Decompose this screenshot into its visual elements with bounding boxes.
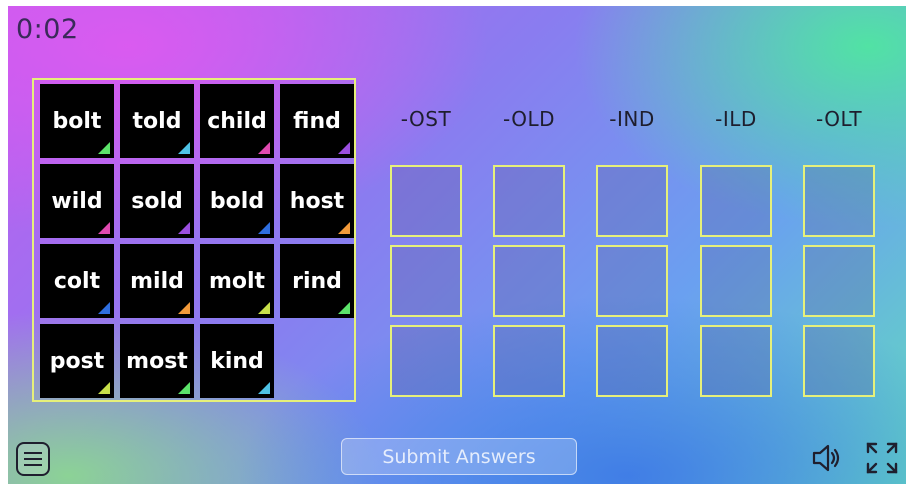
tile-corner-marker (258, 302, 270, 314)
word-tile[interactable]: rind (280, 244, 354, 318)
word-tile[interactable]: kind (200, 324, 274, 398)
word-tile-label: most (126, 348, 188, 374)
hamburger-icon (24, 452, 42, 454)
word-tile[interactable]: molt (200, 244, 274, 318)
drop-slot[interactable] (493, 165, 565, 237)
drop-slot[interactable] (803, 165, 875, 237)
word-tile-label: host (289, 188, 345, 214)
tile-corner-marker (98, 302, 110, 314)
word-tile-label: rind (292, 268, 342, 294)
word-bank: bolt told child find wild sold bold host colt mil… (32, 78, 356, 402)
tile-corner-marker (258, 142, 270, 154)
menu-button[interactable] (16, 442, 50, 476)
word-tile-label: bold (209, 188, 265, 214)
drop-slot[interactable] (493, 245, 565, 317)
category-header: -IND (609, 107, 655, 131)
drop-slot[interactable] (700, 165, 772, 237)
tile-corner-marker (338, 142, 350, 154)
tile-corner-marker (178, 222, 190, 234)
word-tile[interactable]: bolt (40, 84, 114, 158)
submit-answers-button[interactable]: Submit Answers (341, 438, 577, 475)
drop-slot[interactable] (700, 325, 772, 397)
category-header: -OLT (815, 107, 863, 131)
word-tile-label: molt (208, 268, 266, 294)
game-board: 0:02 bolt told child find wild sold bold host co… (8, 6, 906, 484)
category-header: -ILD (715, 107, 757, 131)
word-tile[interactable]: sold (120, 164, 194, 238)
drop-slot[interactable] (390, 165, 462, 237)
word-tile[interactable]: find (280, 84, 354, 158)
word-tile[interactable]: most (120, 324, 194, 398)
word-tile[interactable]: child (200, 84, 274, 158)
category-header: -OST (400, 107, 452, 131)
category-header: -OLD (502, 107, 556, 131)
sound-button[interactable] (810, 440, 846, 476)
tile-corner-marker (258, 382, 270, 394)
word-tile-label: kind (210, 348, 264, 374)
drop-slot[interactable] (390, 325, 462, 397)
drop-slot[interactable] (596, 245, 668, 317)
drop-slot[interactable] (803, 245, 875, 317)
tile-corner-marker (338, 222, 350, 234)
word-tile-label: child (207, 108, 267, 134)
tile-corner-marker (338, 302, 350, 314)
word-tile[interactable]: told (120, 84, 194, 158)
drop-slot[interactable] (390, 245, 462, 317)
word-tile[interactable]: host (280, 164, 354, 238)
tile-corner-marker (98, 222, 110, 234)
word-tile-label: post (49, 348, 105, 374)
drop-slot[interactable] (803, 325, 875, 397)
word-tile[interactable]: bold (200, 164, 274, 238)
tile-corner-marker (258, 222, 270, 234)
word-tile[interactable]: post (40, 324, 114, 398)
fullscreen-icon (866, 442, 898, 474)
tile-corner-marker (98, 142, 110, 154)
hamburger-icon-line (24, 464, 42, 466)
drop-slot[interactable] (700, 245, 772, 317)
word-tile-label: bolt (52, 108, 102, 134)
word-tile[interactable]: wild (40, 164, 114, 238)
drop-slot[interactable] (596, 325, 668, 397)
fullscreen-button[interactable] (864, 440, 900, 476)
word-tile-label: mild (130, 268, 184, 294)
word-tile[interactable]: colt (40, 244, 114, 318)
tile-corner-marker (178, 382, 190, 394)
word-tile-label: sold (131, 188, 183, 214)
word-tile-label: find (293, 108, 341, 134)
word-tile[interactable]: mild (120, 244, 194, 318)
drop-slot[interactable] (493, 325, 565, 397)
tile-corner-marker (178, 302, 190, 314)
drop-slot[interactable] (596, 165, 668, 237)
tile-corner-marker (98, 382, 110, 394)
word-tile-label: colt (53, 268, 101, 294)
word-tile-label: wild (51, 188, 103, 214)
timer: 0:02 (16, 14, 79, 45)
hamburger-icon-line (24, 458, 42, 460)
speaker-icon (812, 444, 840, 472)
word-tile-label: told (132, 108, 182, 134)
tile-corner-marker (178, 142, 190, 154)
